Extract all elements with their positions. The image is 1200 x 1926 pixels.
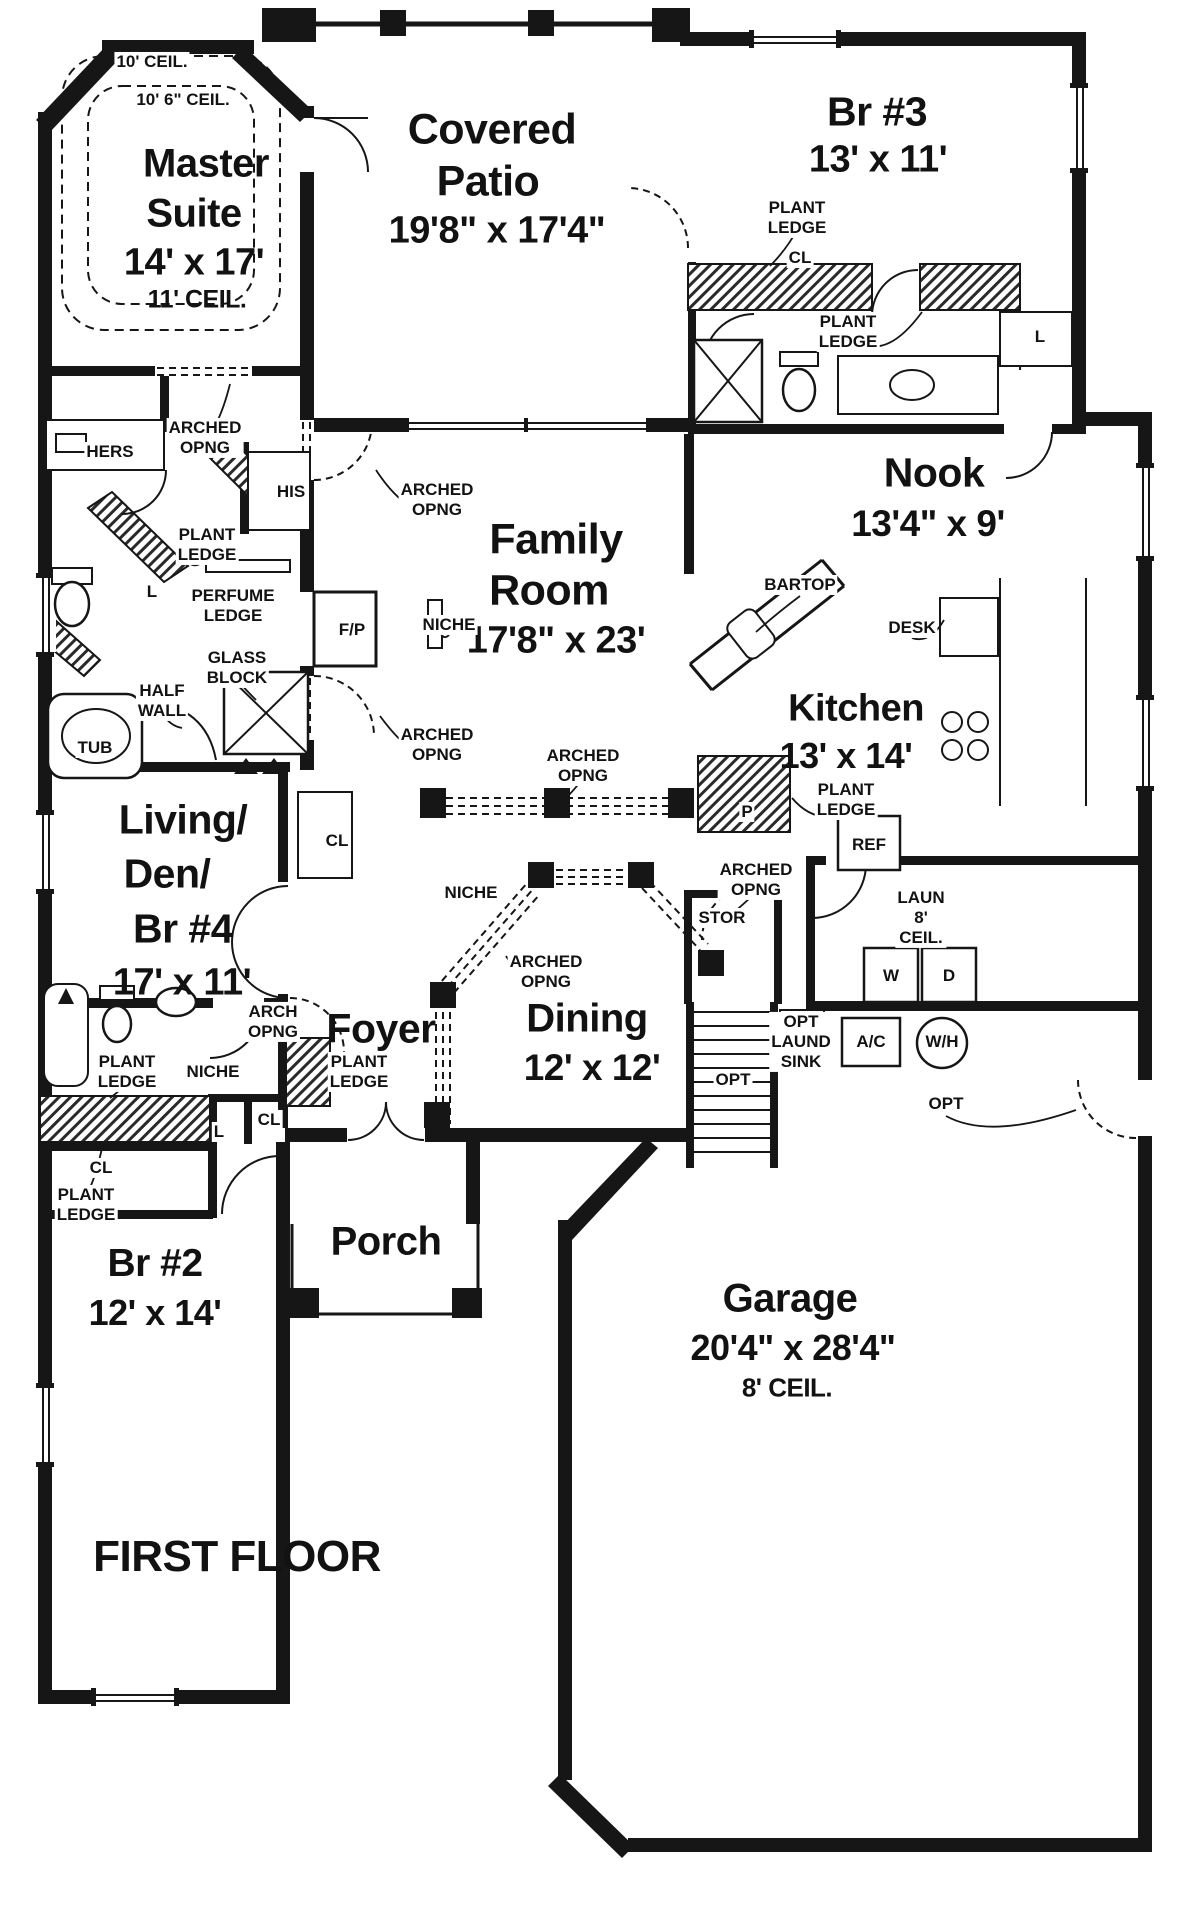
label-l-bath2: L (211, 1121, 227, 1143)
label-l-br3: L (1032, 326, 1048, 348)
label-cl-living: CL (323, 830, 351, 852)
label-arched-opng-family-nw: ARCHED OPNG (398, 479, 476, 521)
label-arched-opng-family-sw: ARCHED OPNG (398, 724, 476, 766)
label-plant-ledge-master-bath: PLANT LEDGE (175, 524, 239, 566)
label-plant-ledge-bath2: PLANT LEDGE (95, 1051, 159, 1093)
room-label-master-suite-dims: 14' x 17' (123, 241, 265, 284)
label-niche-living: NICHE (442, 882, 500, 904)
label-plant-ledge-br3-upper: PLANT LEDGE (765, 197, 829, 239)
room-label-nook-dims: 13'4" x 9' (851, 503, 1005, 544)
label-wh: W/H (923, 1031, 961, 1053)
label-plant-ledge-foyer: PLANT LEDGE (327, 1051, 391, 1093)
room-label-living-line2: Den/ (123, 850, 211, 897)
room-label-br3: Br #3 (826, 88, 928, 135)
label-half-wall: HALF WALL (135, 680, 189, 722)
room-label-living-dims: 17' x 11' (112, 961, 252, 1004)
stairs (694, 1011, 770, 1153)
label-plant-ledge-kitchen: PLANT LEDGE (814, 779, 878, 821)
room-label-dining-dims: 12' x 12' (523, 1047, 661, 1088)
label-glass-block: GLASS BLOCK (204, 647, 270, 689)
label-stor: STOR (696, 907, 748, 929)
label-niche-family: NICHE (420, 614, 478, 636)
cased-opening-arcs (289, 187, 1137, 1139)
label-opt-garage-door: OPT (926, 1093, 966, 1115)
label-plant-ledge-br3-lower: PLANT LEDGE (816, 311, 880, 353)
room-label-garage: Garage (722, 1276, 858, 1321)
room-label-family-line2: Room (489, 566, 609, 615)
label-niche-bath2: NICHE (184, 1061, 242, 1083)
label-fp: F/P (336, 619, 368, 641)
room-label-foyer: Foyer (326, 1005, 436, 1052)
label-plant-ledge-br2: PLANT LEDGE (54, 1184, 118, 1226)
label-his: HIS (274, 481, 308, 503)
label-l-master-bath: L (144, 581, 160, 603)
room-label-family-line1: Family (489, 515, 623, 564)
label-arched-opng-dining: ARCHED OPNG (507, 951, 585, 993)
plan-title: FIRST FLOOR (93, 1532, 381, 1581)
label-laun: LAUN 8' CEIL. (895, 887, 947, 949)
room-label-family-dims: 17'8" x 23' (466, 619, 646, 662)
label-ref: REF (850, 834, 888, 856)
label-tub: TUB (75, 737, 115, 759)
label-bartop: BARTOP (762, 574, 838, 596)
label-perfume-ledge: PERFUME LEDGE (189, 585, 277, 627)
room-label-garage-dims: 20'4" x 28'4" (690, 1327, 896, 1368)
room-label-dining: Dining (526, 996, 648, 1041)
room-label-br3-dims: 13' x 11' (808, 138, 948, 181)
room-label-br2-dims: 12' x 14' (88, 1292, 222, 1333)
label-desk: DESK (886, 617, 938, 639)
room-label-patio-line1: Covered (407, 105, 577, 154)
room-label-living-line3: Br #4 (132, 905, 234, 952)
room-label-patio-line2: Patio (436, 157, 540, 206)
label-ceil-10: 10' CEIL. (114, 51, 190, 73)
room-label-living-line1: Living/ (118, 796, 248, 843)
room-label-patio-dims: 19'8" x 17'4" (388, 209, 606, 252)
label-cl-br3: CL (786, 247, 814, 269)
room-label-garage-ceil: 8' CEIL. (741, 1372, 833, 1403)
label-ceil-10-6: 10' 6" CEIL. (134, 89, 232, 111)
room-label-master-suite-line1: Master (143, 141, 269, 186)
label-opt-stairs: OPT (713, 1069, 753, 1091)
room-label-porch: Porch (330, 1219, 442, 1264)
room-label-nook: Nook (883, 449, 985, 496)
label-hers: HERS (84, 441, 136, 463)
label-arched-opng-family-s: ARCHED OPNG (544, 745, 622, 787)
label-arch-opng-foyer: ARCH OPNG (245, 1001, 301, 1043)
room-label-kitchen: Kitchen (788, 687, 924, 730)
windows (34, 28, 1156, 1708)
label-ac: A/C (854, 1031, 888, 1053)
label-opt-laund-sink: OPT LAUND SINK (769, 1011, 833, 1073)
arched-opening-dashes (157, 367, 709, 1124)
room-label-master-suite-line2: Suite (146, 191, 242, 236)
label-p-pantry: P (739, 801, 755, 823)
porch-outline (290, 1224, 480, 1316)
label-cl-br2-closet: CL (87, 1157, 115, 1179)
room-label-kitchen-dims: 13' x 14' (779, 735, 913, 776)
label-arched-opng-hall: ARCHED OPNG (717, 859, 795, 901)
label-washer: W (880, 965, 902, 987)
label-cl-foyer: CL (255, 1109, 283, 1131)
label-dryer: D (940, 965, 958, 987)
label-arched-opng-master: ARCHED OPNG (166, 417, 244, 459)
room-label-br2: Br #2 (107, 1242, 203, 1285)
room-label-master-suite-ceil: 11' CEIL. (147, 285, 247, 314)
